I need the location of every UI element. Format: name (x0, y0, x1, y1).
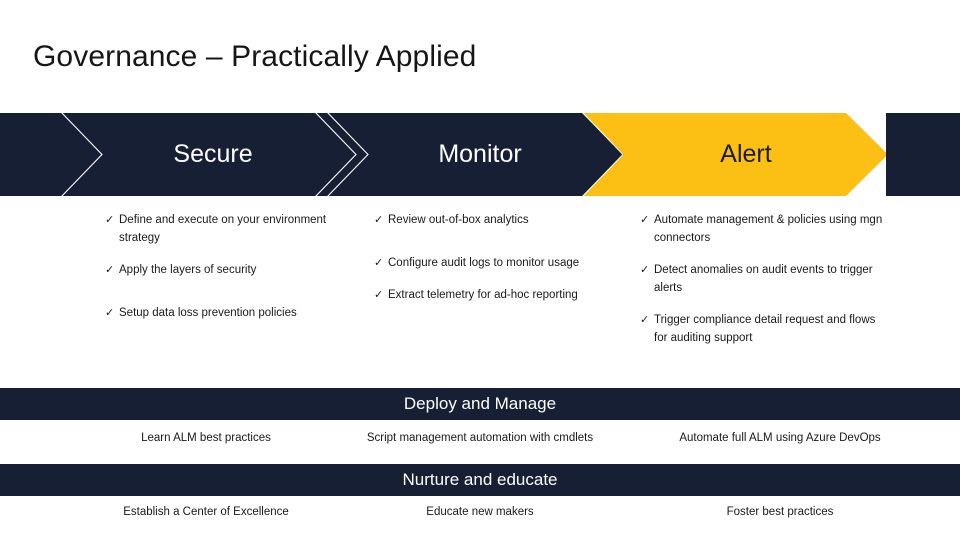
chevron-label-monitor[interactable]: Monitor (438, 140, 522, 168)
bullet-text: Define and execute on your environment s… (119, 214, 327, 244)
bullet-text: Setup data loss prevention policies (119, 306, 297, 319)
bullet-text: Configure audit logs to monitor usage (388, 256, 580, 269)
banner-right-filler (886, 113, 960, 196)
list-item: ✓ Extract telemetry for ad-hoc reporting (374, 287, 624, 305)
bullet-text: Extract telemetry for ad-hoc reporting (388, 289, 578, 301)
chevron-label-alert[interactable]: Alert (720, 140, 772, 168)
subrow-item: Learn ALM best practices (141, 432, 271, 444)
list-item: ✓ Automate management & policies using m… (640, 212, 890, 247)
check-icon: ✓ (640, 264, 650, 276)
subrow-item: Establish a Center of Excellence (123, 506, 289, 518)
list-item: ✓ Detect anomalies on audit events to tr… (640, 262, 890, 297)
check-icon: ✓ (374, 256, 384, 269)
list-item: ✓ Define and execute on your environment… (105, 212, 355, 247)
list-item: ✓ Apply the layers of security (105, 262, 355, 280)
chevron-outline-2 (315, 113, 357, 196)
list-item: ✓ Configure audit logs to monitor usage (374, 255, 624, 273)
check-icon: ✓ (374, 289, 384, 301)
subrow-item: Script management automation with cmdlet… (366, 432, 594, 444)
chevron-shape-alert[interactable] (560, 113, 888, 196)
chevron-shape-monitor[interactable] (0, 113, 624, 196)
chevron-label-secure[interactable]: Secure (173, 140, 253, 168)
subrow-item: Foster best practices (726, 506, 834, 518)
bullet-columns: ✓ Define and execute on your environment… (0, 212, 960, 372)
subrow-nurture: Establish a Center of Excellence Educate… (0, 502, 960, 532)
subrow-item: Automate full ALM using Azure DevOps (679, 432, 881, 444)
list-item: ✓ Review out-of-box analytics (374, 212, 624, 230)
bullet-text: Apply the layers of security (119, 264, 257, 276)
subrow-item: Educate new makers (426, 506, 534, 518)
list-item: ✓ Trigger compliance detail request and … (640, 312, 890, 347)
chevron-shapes (0, 113, 960, 196)
chevron-outline-4 (582, 113, 624, 196)
band-title-deploy-and-manage: Deploy and Manage (0, 388, 960, 420)
check-icon: ✓ (105, 214, 115, 226)
bullet-column-secure: ✓ Define and execute on your environment… (105, 212, 355, 337)
check-icon: ✓ (374, 214, 384, 226)
bullet-text: Automate management & policies using mgn… (654, 214, 883, 244)
bullet-text: Detect anomalies on audit events to trig… (654, 264, 873, 294)
process-chevron-banner: Secure Monitor Alert (0, 113, 960, 196)
check-icon: ✓ (640, 214, 650, 226)
page-title: Governance – Practically Applied (33, 40, 477, 73)
check-icon: ✓ (640, 314, 650, 326)
list-item: ✓ Setup data loss prevention policies (105, 305, 355, 323)
chevron-outline-1 (61, 113, 103, 196)
bullet-text: Trigger compliance detail request and fl… (654, 314, 876, 344)
chevron-outline-3 (327, 113, 369, 196)
bullet-column-monitor: ✓ Review out-of-box analytics ✓ Configur… (374, 212, 624, 320)
band-title-nurture-and-educate: Nurture and educate (0, 464, 960, 496)
check-icon: ✓ (105, 306, 115, 319)
bullet-text: Review out-of-box analytics (388, 214, 529, 226)
check-icon: ✓ (105, 264, 115, 276)
subrow-deploy: Learn ALM best practices Script manageme… (0, 428, 960, 458)
bullet-column-alert: ✓ Automate management & policies using m… (640, 212, 890, 362)
